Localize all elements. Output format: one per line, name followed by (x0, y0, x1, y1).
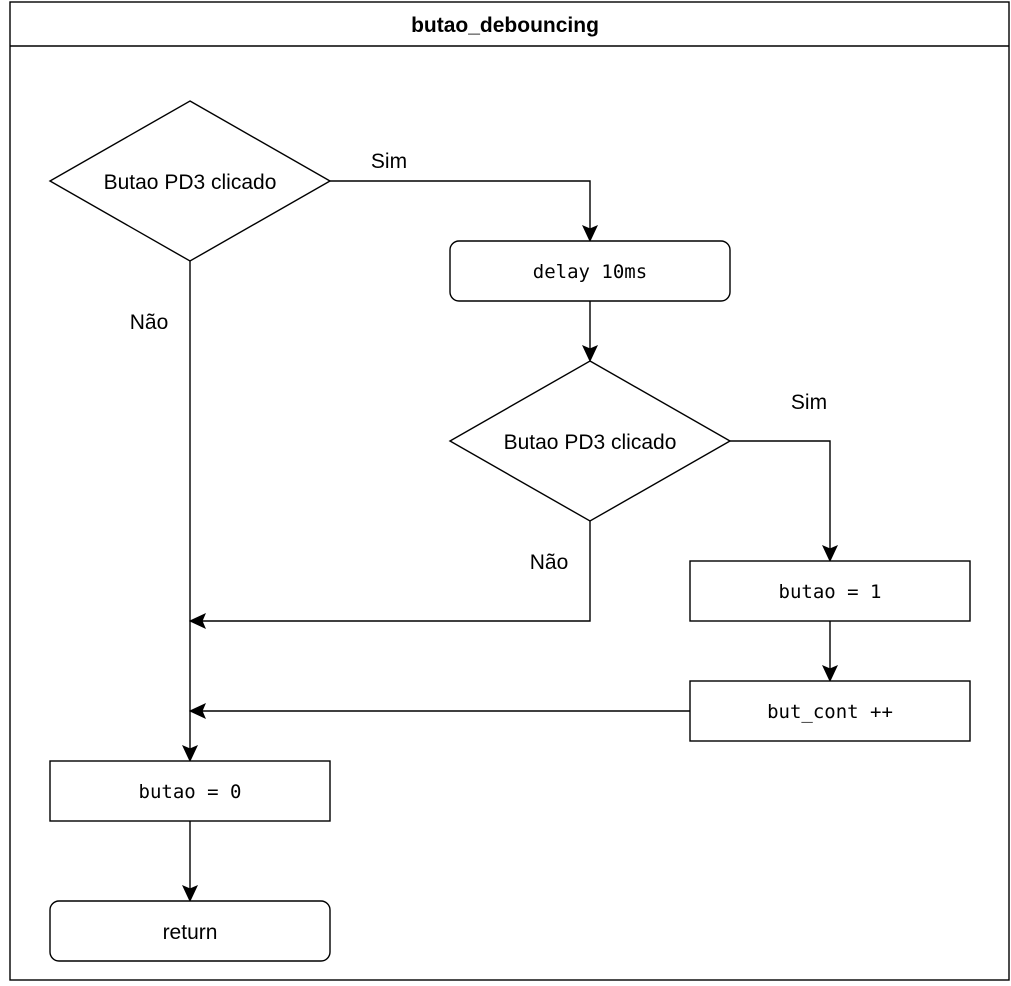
decision-node-1: Butao PD3 clicado (48, 100, 332, 262)
decision-diamond-1 (48, 100, 332, 262)
edge-decision1-yes-to-delay (330, 180, 591, 229)
increment-count-node: but_cont ++ (689, 680, 971, 742)
return-label: return (163, 921, 218, 944)
decision-diamond-2 (448, 360, 732, 522)
edge-label-decision2-no: Não (530, 551, 569, 574)
set-butao-1-label: butao = 1 (779, 581, 882, 603)
delay-label: delay 10ms (533, 261, 647, 283)
arrowhead-increment (821, 665, 839, 683)
edge-label-decision1-yes: Sim (371, 150, 407, 173)
arrowhead-set-butao-1 (821, 545, 839, 563)
set-butao-1-box (689, 560, 971, 622)
set-butao-0-node: butao = 0 (49, 760, 331, 822)
diagram-title: butao_debouncing (411, 14, 599, 37)
increment-count-box (689, 680, 971, 742)
decision-1-label: Butao PD3 clicado (104, 171, 277, 194)
set-butao-0-label: butao = 0 (139, 781, 242, 803)
edge-decision2-no-to-main-line (202, 521, 591, 622)
set-butao-1-node: butao = 1 (689, 560, 971, 622)
return-box (49, 900, 331, 962)
diagram-frame (9, 1, 1010, 981)
delay-box (449, 240, 731, 302)
return-node: return (49, 900, 331, 962)
edge-label-decision2-yes: Sim (791, 391, 827, 414)
edge-label-decision1-no: Não (130, 311, 169, 334)
arrowhead-set-butao-0 (181, 745, 199, 763)
set-butao-0-box (49, 760, 331, 822)
arrowhead-decision2 (581, 345, 599, 363)
arrowhead-increment-merge (188, 702, 206, 720)
decision-node-2: Butao PD3 clicado (448, 360, 732, 522)
delay-node: delay 10ms (449, 240, 731, 302)
edges (181, 180, 839, 903)
arrowhead-decision2-no (188, 612, 206, 630)
arrowhead-delay (581, 225, 599, 243)
increment-count-label: but_cont ++ (767, 701, 893, 723)
arrowhead-return (181, 885, 199, 903)
decision-2-label: Butao PD3 clicado (504, 431, 677, 454)
edge-decision2-yes-to-set-butao-1 (730, 440, 831, 549)
